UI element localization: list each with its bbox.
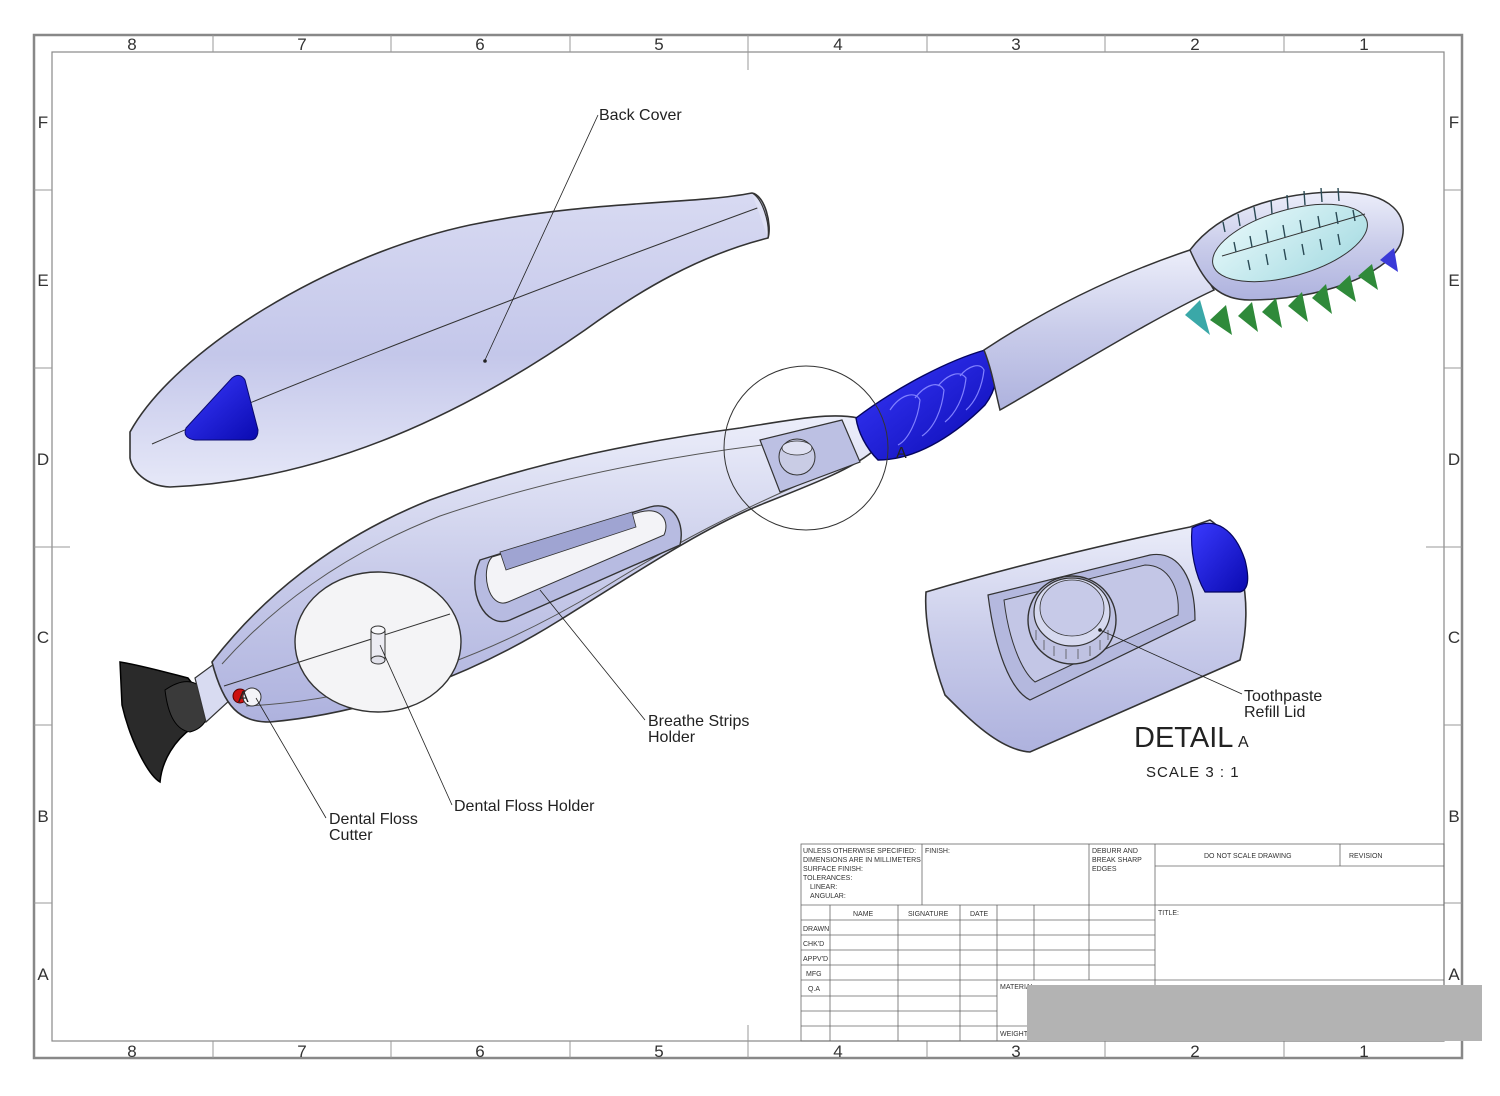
toothpaste-lid-label-line2: Refill Lid	[1244, 704, 1305, 721]
zone-row-d-left: D	[37, 450, 49, 469]
col-name-label: NAME	[853, 911, 874, 918]
zone-row-f-right: F	[1449, 113, 1459, 132]
blue-grip	[856, 350, 996, 460]
finish-label: FINISH:	[925, 848, 950, 855]
dental-floss-cutter-label-line1: Dental Floss	[329, 811, 418, 828]
spec-line-1: UNLESS OTHERWISE SPECIFIED:	[803, 848, 916, 855]
zone-labels-right: F E D C B A	[1448, 113, 1460, 984]
zone-col-6-top: 6	[475, 35, 484, 54]
revision-label: REVISION	[1349, 853, 1382, 860]
row-drawn-label: DRAWN	[803, 926, 829, 933]
zone-labels-left: F E D C B A	[37, 113, 49, 984]
spec-line-5: LINEAR:	[810, 884, 837, 891]
zone-row-a-right: A	[1448, 965, 1460, 984]
spec-line-2: DIMENSIONS ARE IN MILLIMETERS	[803, 857, 921, 864]
breathe-strips-label-line2: Holder	[648, 729, 696, 746]
deburr-line-3: EDGES	[1092, 866, 1117, 873]
zone-row-f-left: F	[38, 113, 48, 132]
spec-line-6: ANGULAR:	[810, 893, 846, 900]
zone-col-7-top: 7	[297, 35, 306, 54]
zone-row-b-left: B	[37, 807, 48, 826]
detail-a-marker: A	[896, 445, 907, 462]
zone-col-2-bottom: 2	[1190, 1042, 1199, 1061]
zone-col-1-top: 1	[1359, 35, 1368, 54]
back-cover-label: Back Cover	[599, 107, 682, 124]
outer-frame	[34, 35, 1462, 1058]
breathe-strips-label-line1: Breathe Strips	[648, 713, 749, 730]
zone-row-e-right: E	[1448, 271, 1459, 290]
row-checked-label: CHK'D	[803, 941, 824, 948]
zone-col-4-top: 4	[833, 35, 842, 54]
detail-blue-grip	[1192, 523, 1248, 592]
zone-row-d-right: D	[1448, 450, 1460, 469]
zone-col-3-top: 3	[1011, 35, 1020, 54]
toothpaste-refill-lid	[1028, 576, 1116, 664]
toothbrush-handle-part: A A	[120, 188, 1403, 782]
zone-row-b-right: B	[1448, 807, 1459, 826]
row-approved-label: APPV'D	[803, 956, 828, 963]
spec-line-3: SURFACE FINISH:	[803, 866, 863, 873]
zone-row-c-left: C	[37, 628, 49, 647]
zone-col-8-bottom: 8	[127, 1042, 136, 1061]
zone-col-5-top: 5	[654, 35, 663, 54]
detail-scale: SCALE 3 : 1	[1146, 764, 1240, 781]
floss-pin	[371, 626, 385, 664]
zone-col-4-bottom: 4	[833, 1042, 842, 1061]
zone-row-e-left: E	[37, 271, 48, 290]
col-date-label: DATE	[970, 911, 988, 918]
deburr-line-2: BREAK SHARP	[1092, 857, 1142, 864]
zone-col-1-bottom: 1	[1359, 1042, 1368, 1061]
zone-col-5-bottom: 5	[654, 1042, 663, 1061]
spec-line-4: TOLERANCES:	[803, 875, 852, 882]
weight-label: WEIGHT	[1000, 1031, 1029, 1038]
dental-floss-cutter-label-line2: Cutter	[329, 827, 373, 844]
row-mfg-label: MFG	[806, 971, 822, 978]
dental-floss-holder-label: Dental Floss Holder	[454, 798, 595, 815]
detail-a-view	[926, 520, 1248, 752]
cutter-a-marker: A	[238, 689, 249, 706]
zone-col-3-bottom: 3	[1011, 1042, 1020, 1061]
zone-row-c-right: C	[1448, 628, 1460, 647]
deburr-line-1: DEBURR AND	[1092, 848, 1138, 855]
row-qa-label: Q.A	[808, 986, 820, 993]
zone-row-a-left: A	[37, 965, 49, 984]
title-field-label: TITLE:	[1158, 910, 1179, 917]
toothpaste-lid-label-line1: Toothpaste	[1244, 688, 1322, 705]
detail-title: DETAIL	[1134, 722, 1233, 754]
redaction-block	[1027, 985, 1482, 1041]
detail-letter: A	[1238, 734, 1249, 751]
zone-col-7-bottom: 7	[297, 1042, 306, 1061]
zone-col-6-bottom: 6	[475, 1042, 484, 1061]
brush-neck	[984, 250, 1214, 410]
do-not-scale-label: DO NOT SCALE DRAWING	[1204, 853, 1292, 860]
zone-ticks	[34, 35, 1462, 1058]
zone-col-8-top: 8	[127, 35, 136, 54]
zone-col-2-top: 2	[1190, 35, 1199, 54]
col-signature-label: SIGNATURE	[908, 911, 949, 918]
